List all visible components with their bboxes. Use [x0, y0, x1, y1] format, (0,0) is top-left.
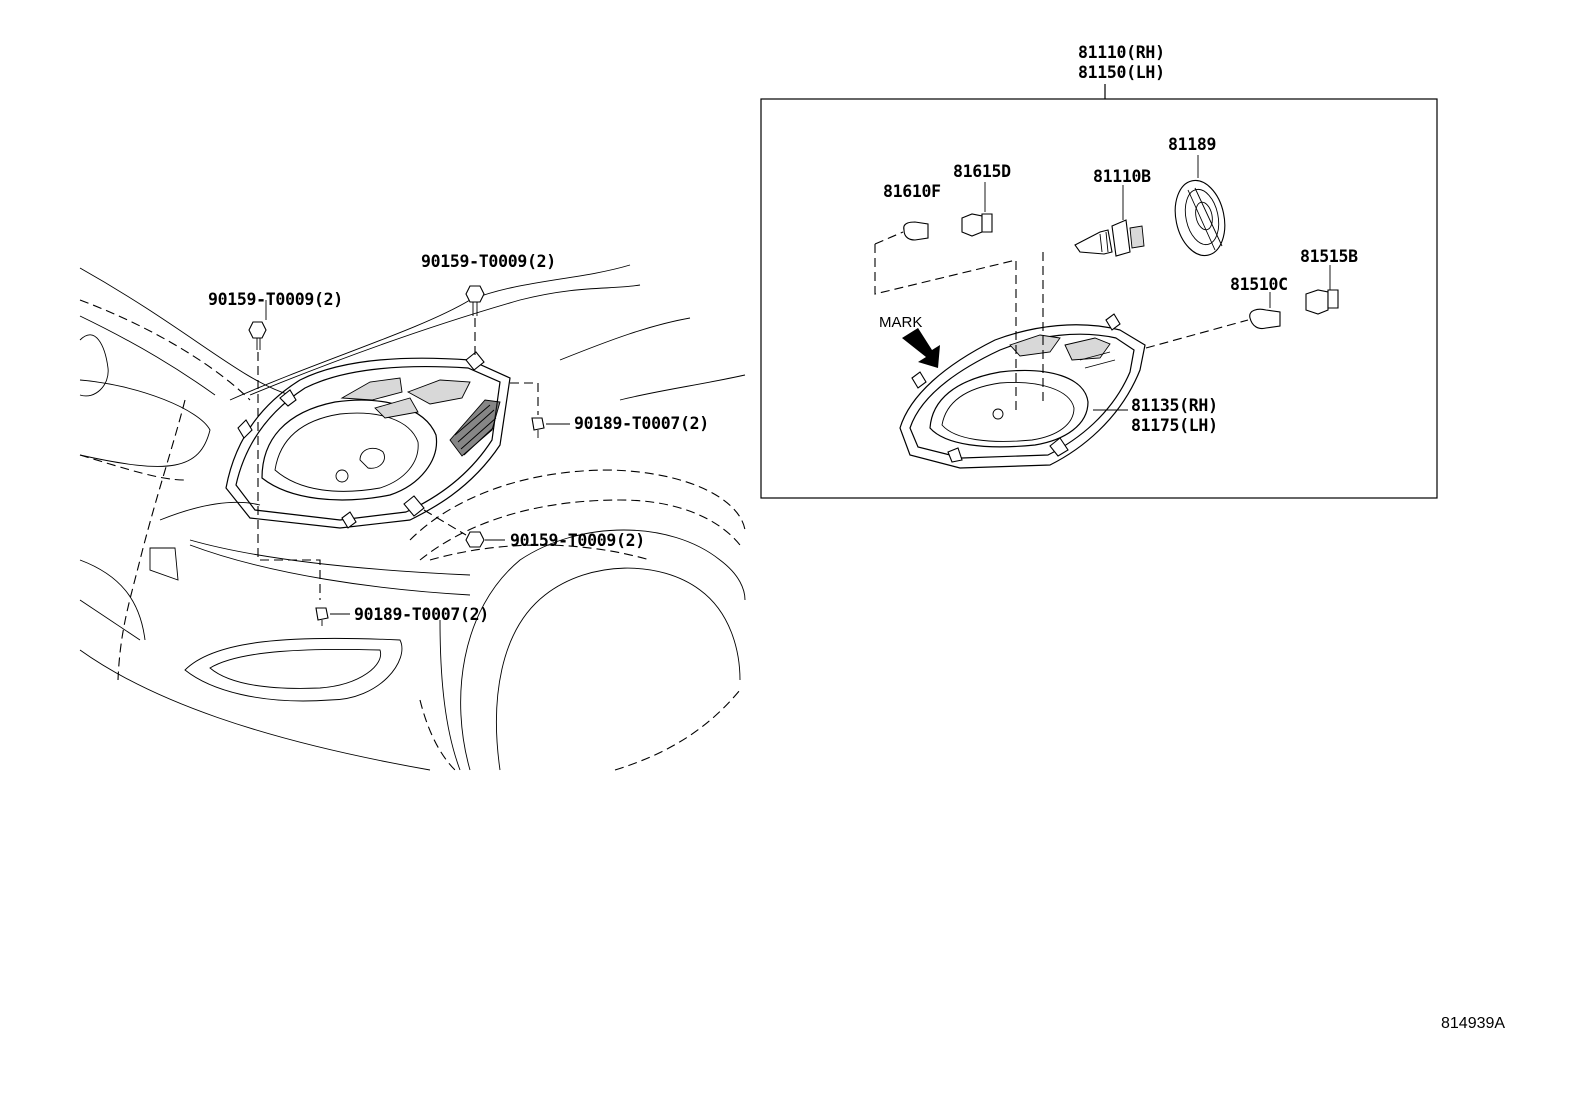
label-bottom-clip: 90189-T0007(2): [354, 605, 489, 624]
main-headlamp-assembly: [225, 351, 511, 529]
clip-icon: [531, 417, 545, 438]
detail-box: [760, 84, 1438, 499]
label-81615d: 81615D: [953, 162, 1011, 181]
label-81189: 81189: [1168, 135, 1216, 154]
label-assembly-lh: 81150(LH): [1078, 63, 1165, 82]
screw-icon: [465, 285, 485, 316]
halogen-bulb-icon: [1074, 219, 1145, 257]
dust-cap-icon: [1174, 179, 1226, 257]
bulb-socket-icon: [961, 213, 993, 237]
clip-icon: [315, 607, 329, 626]
label-top-left-screw: 90159-T0009(2): [208, 290, 343, 309]
screw-icon: [248, 321, 267, 350]
bulb-socket-icon: [1305, 289, 1339, 315]
car-body-outline: [79, 264, 746, 771]
detail-headlamp-housing: [899, 313, 1146, 469]
wedge-bulb-icon: [903, 221, 929, 241]
label-81510c: 81510C: [1230, 275, 1288, 294]
wedge-bulb-icon: [1249, 308, 1281, 330]
main-fasteners: [248, 285, 570, 626]
label-81610f: 81610F: [883, 182, 941, 201]
label-housing-lh: 81175(LH): [1131, 416, 1218, 435]
label-housing-rh: 81135(RH): [1131, 396, 1218, 415]
diagram-id: 814939A: [1441, 1015, 1505, 1032]
label-top-center-screw: 90159-T0009(2): [421, 252, 556, 271]
label-lower-right-screw: 90159-T0009(2): [510, 531, 645, 550]
mark-arrow-icon: [902, 328, 940, 368]
label-right-clip: 90189-T0007(2): [574, 414, 709, 433]
label-assembly-rh: 81110(RH): [1078, 43, 1165, 62]
label-mark: MARK: [879, 314, 922, 331]
screw-icon: [465, 531, 485, 548]
label-81515b: 81515B: [1300, 247, 1358, 266]
label-81110b: 81110B: [1093, 167, 1151, 186]
